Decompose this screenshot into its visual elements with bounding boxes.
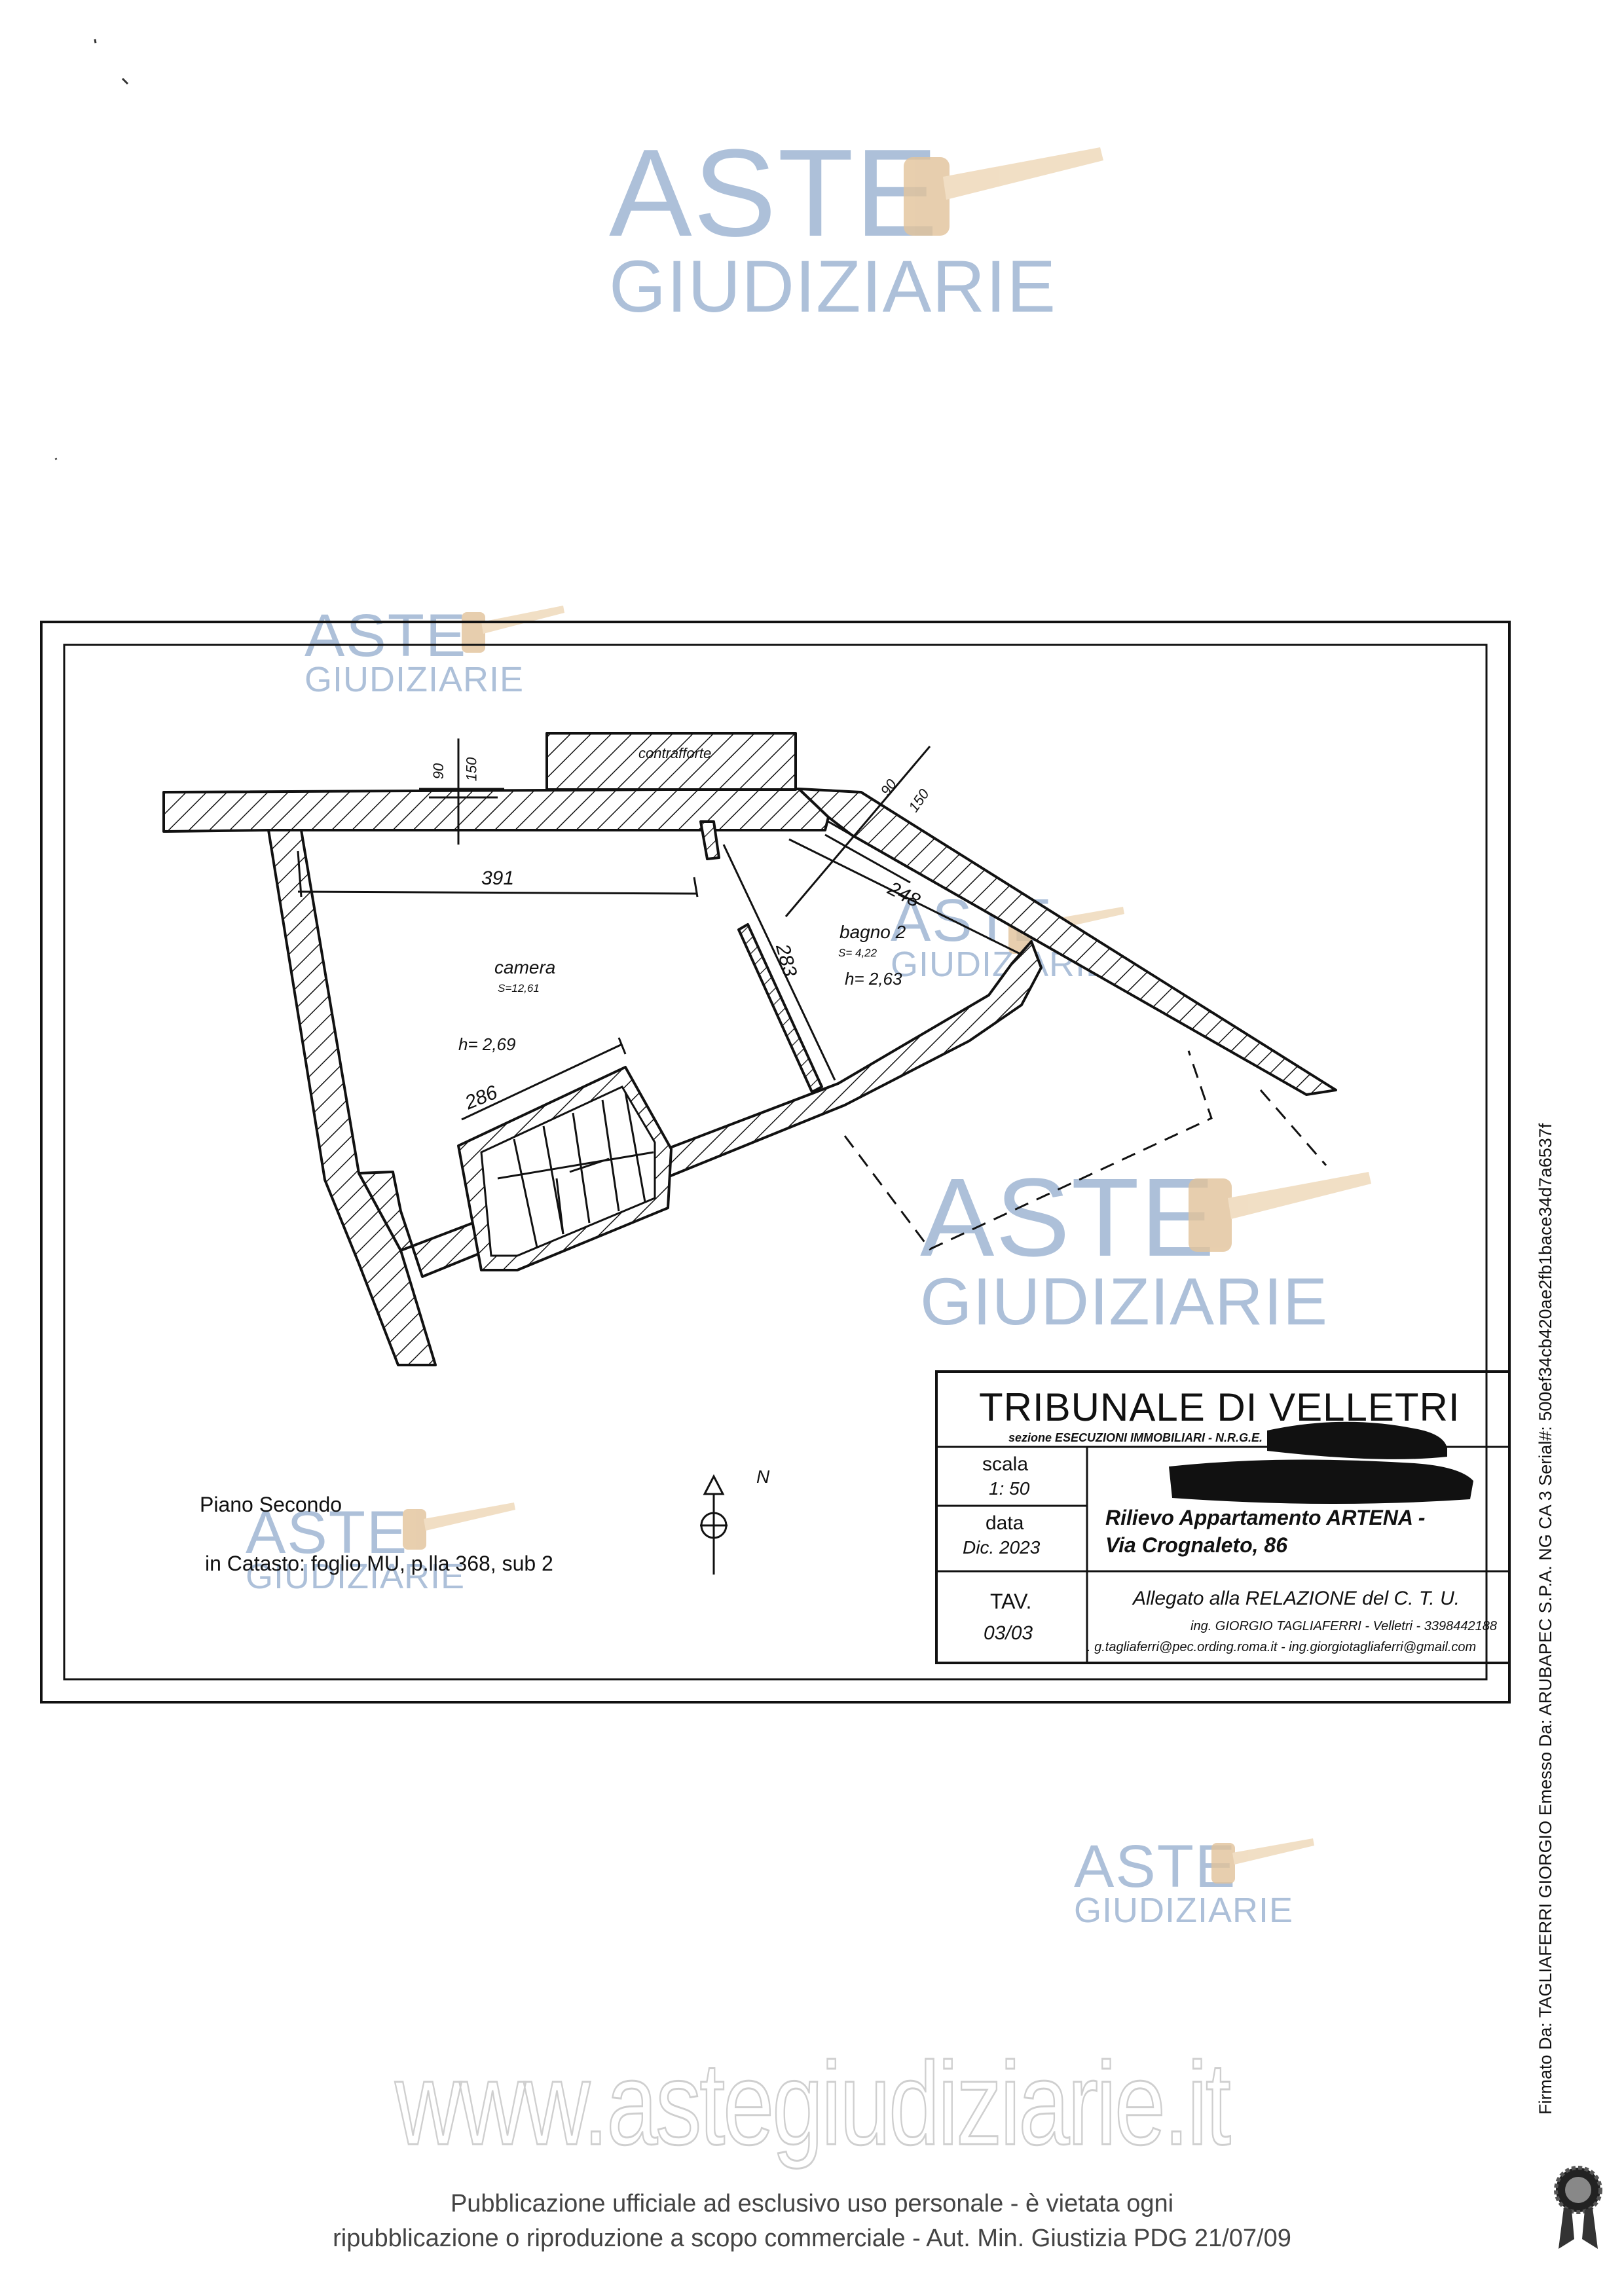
- redaction-bar: [1169, 1459, 1473, 1504]
- window-right: [784, 746, 931, 917]
- room-bath: bagno 2: [840, 922, 906, 942]
- tav-value: 03/03: [984, 1622, 1033, 1644]
- digital-signature-line: Firmato Da: TAGLIAFERRI GIORGIO Emesso D…: [1536, 1123, 1624, 2115]
- watermark-line2: GIUDIZIARIE: [1074, 1891, 1294, 1930]
- gavel-icon: [403, 1503, 515, 1550]
- gavel-icon: [904, 147, 1103, 236]
- buttress-label: contrafforte: [638, 745, 712, 761]
- watermark-line1: ASTE: [304, 602, 468, 669]
- engineer-label: ing. GIORGIO TAGLIAFERRI - Velletri - 33…: [1190, 1619, 1497, 1633]
- date-value: Dic. 2023: [963, 1537, 1041, 1558]
- gavel-icon: [1211, 1838, 1314, 1884]
- room-bath-area: S= 4,22: [838, 947, 877, 959]
- footer-notice-line1: Pubblicazione ufficiale ad esclusivo uso…: [450, 2190, 1174, 2217]
- scale-label: scala: [982, 1453, 1029, 1475]
- watermark-line2: GIUDIZIARIE: [920, 1264, 1329, 1339]
- north-arrow-icon: [700, 1474, 728, 1575]
- partition: [737, 923, 823, 1093]
- dim-391: 391: [481, 867, 515, 889]
- walls: [162, 732, 1337, 1366]
- dim-window-top-b: 150: [463, 757, 480, 782]
- digital-signature-text: Firmato Da: TAGLIAFERRI GIORGIO Emesso D…: [1536, 1123, 1555, 2115]
- room-camera-height: h= 2,69: [458, 1034, 516, 1054]
- watermark-line1: ASTE: [1074, 1833, 1237, 1900]
- watermark-logo-plan-center: ASTE GIUDIZIARIE: [920, 1162, 1328, 1335]
- survey-line1: Rilievo Appartamento ARTENA -: [1105, 1506, 1426, 1529]
- bottom-wall: [358, 940, 1043, 1278]
- watermark-line2: GIUDIZIARIE: [304, 660, 525, 699]
- engineer-emails: . g.tagliaferri@pec.ording.roma.it - ing…: [1087, 1640, 1477, 1654]
- watermark-logo-plan-bottomleft: ASTE GIUDIZIARIE: [246, 1503, 465, 1594]
- survey-line2: Via Crognaleto, 86: [1105, 1533, 1287, 1557]
- room-bath-height: h= 2,63: [845, 969, 902, 989]
- dimension-lines: [297, 838, 1022, 1121]
- room-camera: camera: [494, 957, 556, 977]
- left-wall: [267, 829, 437, 1366]
- watermark-line1: ASTE: [246, 1499, 409, 1566]
- signature-seal-icon: [1554, 2166, 1602, 2249]
- watermark-line1: ASTE: [920, 1156, 1217, 1280]
- tav-label: TAV.: [990, 1590, 1032, 1613]
- gavel-icon: [1189, 1172, 1371, 1252]
- watermark-line2: GIUDIZIARIE: [246, 1557, 466, 1596]
- right-wall: [798, 788, 1337, 1096]
- floor-label: Piano Secondo: [200, 1493, 342, 1516]
- top-wall: [162, 788, 830, 833]
- watermark-line1: ASTE: [609, 124, 940, 263]
- buttress: [545, 732, 797, 791]
- cadastre-label: in Catasto: foglio MU, p.lla 368, sub 2: [205, 1552, 553, 1575]
- watermark-line2: GIUDIZIARIE: [609, 246, 1057, 327]
- watermark-logo-top: ASTE GIUDIZIARIE: [609, 131, 1056, 323]
- scan-marks: [54, 39, 129, 460]
- terrace-outline: [843, 1050, 1327, 1250]
- sheet-frame-outer: [40, 621, 1511, 1704]
- watermark-logo-lower: ASTE GIUDIZIARIE: [1074, 1836, 1293, 1928]
- north-label: N: [756, 1467, 770, 1487]
- court-title: TRIBUNALE DI VELLETRI: [979, 1385, 1460, 1429]
- watermark-logo-plan-topleft: ASTE GIUDIZIARIE: [304, 606, 524, 697]
- door-jamb: [699, 820, 720, 860]
- court-section: sezione ESECUZIONI IMMOBILIARI - N.R.G.E…: [1008, 1431, 1263, 1444]
- sheet-frame-inner: [63, 644, 1488, 1681]
- footer-notice-line2: ripubblicazione o riproduzione a scopo c…: [333, 2225, 1291, 2252]
- room-camera-area: S=12,61: [498, 982, 540, 994]
- date-label: data: [986, 1512, 1024, 1534]
- scale-value: 1: 50: [989, 1478, 1030, 1499]
- window-top: [419, 738, 504, 845]
- redaction-bar: [1267, 1421, 1447, 1459]
- stair-treads: [480, 1085, 656, 1257]
- footer-website: www.astegiudiziarie.it: [394, 2037, 1232, 2171]
- dim-window-top-a: 90: [430, 763, 447, 780]
- attachment-label: Allegato alla RELAZIONE del C. T. U.: [1133, 1588, 1460, 1609]
